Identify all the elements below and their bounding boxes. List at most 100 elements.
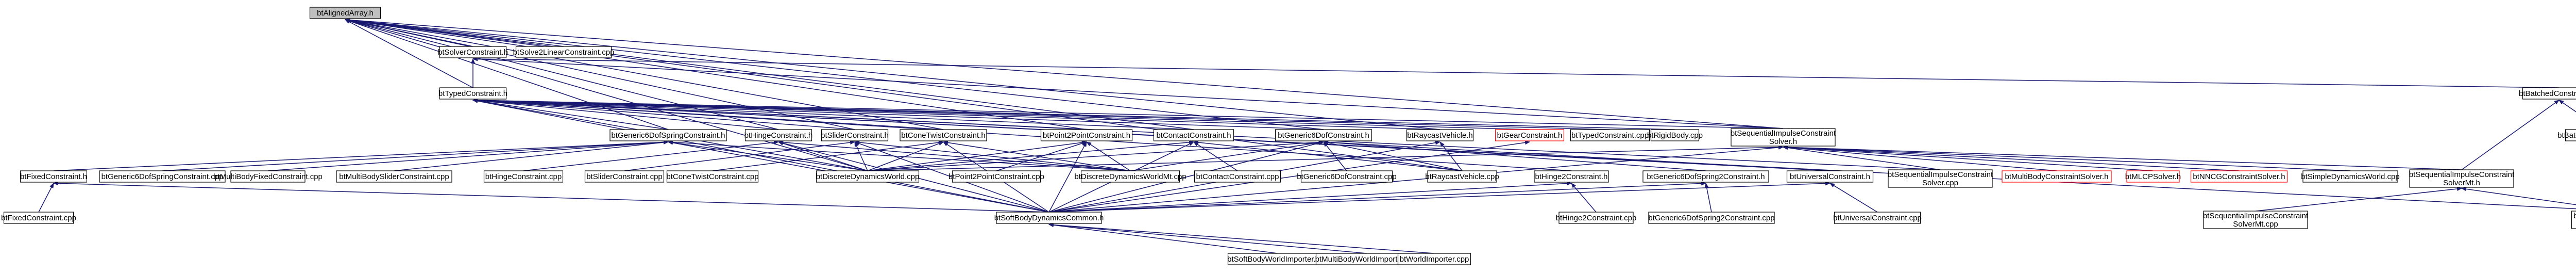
- file-node[interactable]: btBatchedConstraints.cpp: [2557, 129, 2576, 141]
- file-node-label: btHinge2Constraint.cpp: [1556, 214, 1637, 222]
- file-node[interactable]: btGeneric6DofSpring2Constraint.h: [1642, 170, 1769, 183]
- file-node[interactable]: btSolve2LinearConstraint.cpp: [513, 46, 615, 58]
- file-node[interactable]: btSimpleDynamicsWorld.cpp: [2301, 170, 2400, 183]
- file-node-box: [821, 129, 889, 141]
- file-node[interactable]: btSliderConstraint.cpp: [584, 170, 665, 183]
- file-node-label: btSolverConstraint.h: [438, 48, 508, 57]
- dependency-arrow: [778, 140, 1131, 171]
- file-node[interactable]: btHingeConstraint.cpp: [483, 170, 564, 183]
- file-node-box: [2302, 170, 2398, 183]
- file-node[interactable]: btGeneric6DofSpring2Constraint.cpp: [1648, 212, 1775, 224]
- file-node-label: btSliderConstraint.cpp: [586, 172, 663, 181]
- file-node[interactable]: btWorldImporter.cpp: [1397, 253, 1471, 265]
- dependency-arrow: [345, 18, 1463, 171]
- file-node-box: [2126, 170, 2180, 183]
- file-node-label: btGeneric6DofSpringConstraint.cpp: [101, 172, 224, 181]
- file-node[interactable]: btNNCGConstraintSolver.h: [2190, 170, 2288, 183]
- dependency-arrow: [1048, 141, 1087, 213]
- file-node[interactable]: btContactConstraint.cpp: [1194, 170, 1281, 183]
- file-node[interactable]: btSimulationIslandManagerMt.cpp: [2571, 211, 2576, 229]
- file-node-label: SolverMt.h: [2443, 179, 2480, 187]
- file-node[interactable]: btSoftBodyWorldImporter.cpp: [1227, 253, 1328, 265]
- file-node[interactable]: btRaycastVehicle.h: [1406, 129, 1474, 141]
- dependency-arrow: [345, 19, 473, 88]
- file-node[interactable]: btBatchedConstraints.h: [2519, 87, 2576, 100]
- dependency-arrow: [1783, 146, 1941, 170]
- file-node[interactable]: btGearConstraint.h: [1495, 129, 1565, 141]
- file-node-box: [1153, 129, 1234, 141]
- file-node-box: [439, 46, 507, 58]
- file-node[interactable]: btGeneric6DofConstraint.h: [1275, 129, 1372, 141]
- file-node[interactable]: btGeneric6DofConstraint.cpp: [1297, 170, 1397, 183]
- file-node[interactable]: btPoint2PointConstraint.cpp: [948, 170, 1044, 183]
- dependency-arrow: [1048, 223, 1278, 254]
- dependency-arrow: [1048, 145, 1784, 213]
- file-node[interactable]: btSolverConstraint.h: [438, 46, 508, 58]
- file-node[interactable]: btMultiBodyFixedConstraint.cpp: [213, 170, 323, 183]
- file-node-label: btSimulationIslandManager: [2573, 212, 2576, 220]
- file-node[interactable]: btRigidBody.cpp: [1647, 129, 1703, 141]
- file-node[interactable]: btTypedConstraint.cpp: [1570, 129, 1650, 141]
- dependency-arrow: [867, 141, 944, 171]
- file-node-label: Solver.cpp: [1922, 179, 1958, 187]
- file-node[interactable]: btFixedConstraint.cpp: [1, 212, 76, 224]
- file-node-label: btHingeConstraint.h: [744, 131, 813, 140]
- file-node[interactable]: btGeneric6DofSpringConstraint.cpp: [99, 170, 226, 183]
- file-node[interactable]: btTypedConstraint.h: [438, 87, 507, 100]
- file-node-label: btMultiBodyFixedConstraint.cpp: [213, 172, 323, 181]
- dependency-arrow: [1048, 181, 1706, 213]
- dependency-arrow: [2461, 100, 2560, 170]
- dependency-arrow: [472, 57, 1784, 129]
- file-node-label: btBatchedConstraints.h: [2519, 89, 2576, 98]
- file-node-label: btContactConstraint.cpp: [1196, 172, 1279, 181]
- file-node[interactable]: btFixedConstraint.h: [20, 170, 88, 183]
- file-node[interactable]: btDiscreteDynamicsWorldMt.cpp: [1074, 170, 1187, 183]
- file-node-box: [1275, 129, 1372, 141]
- file-node[interactable]: btContactConstraint.h: [1153, 129, 1234, 141]
- dependency-arrow: [854, 140, 1131, 171]
- dependency-arrow: [1323, 140, 1463, 171]
- file-node-box: [1642, 170, 1769, 183]
- dependency-arrow: [1571, 183, 1597, 213]
- file-node[interactable]: btMultiBodyWorldImporter.cpp: [1315, 253, 1419, 265]
- file-node[interactable]: btDiscreteDynamicsWorld.cpp: [816, 170, 920, 183]
- file-node[interactable]: btRaycastVehicle.cpp: [1425, 170, 1499, 183]
- file-node-label: btGeneric6DofConstraint.h: [1278, 131, 1369, 140]
- file-node[interactable]: btHinge2Constraint.h: [1534, 170, 1609, 183]
- file-node[interactable]: btMultiBodySliderConstraint.cpp: [336, 170, 452, 183]
- file-node[interactable]: btUniversalConstraint.cpp: [1833, 212, 1922, 224]
- file-node-label: btMultiBodyWorldImporter.cpp: [1315, 255, 1419, 264]
- dependency-arrow: [472, 98, 779, 130]
- dependency-arrow: [2255, 187, 2462, 212]
- file-node[interactable]: btHinge2Constraint.cpp: [1556, 212, 1637, 224]
- dependency-arrow: [267, 140, 669, 171]
- dependency-arrow: [1323, 141, 1347, 171]
- file-node-box: [1397, 253, 1471, 265]
- dependency-arrow: [394, 140, 669, 171]
- file-node[interactable]: btSequentialImpulseConstraintSolverMt.cp…: [2203, 211, 2309, 229]
- file-node[interactable]: btSliderConstraint.h: [821, 129, 889, 141]
- file-node[interactable]: btUniversalConstraint.h: [1786, 170, 1874, 183]
- dependency-arrow: [1086, 141, 1131, 171]
- file-node[interactable]: btHingeConstraint.h: [744, 129, 813, 141]
- file-node[interactable]: btMLCPSolver.h: [2125, 170, 2181, 183]
- file-node-label: btGeneric6DofSpring2Constraint.h: [1647, 172, 1765, 181]
- file-node[interactable]: btMultiBodyConstraintSolver.h: [2002, 170, 2112, 183]
- dependency-arrow: [867, 145, 1784, 171]
- file-node[interactable]: btAlignedArray.h: [309, 7, 381, 19]
- file-node-label: btConeTwistConstraint.cpp: [666, 172, 758, 181]
- dependency-arrow: [1048, 222, 1367, 254]
- file-node-box: [2571, 211, 2576, 229]
- file-node-box: [816, 170, 920, 183]
- file-node[interactable]: btPoint2PointConstraint.h: [1040, 129, 1133, 141]
- file-node[interactable]: btConeTwistConstraint.cpp: [666, 170, 759, 183]
- dependency-arrow: [1323, 140, 1706, 171]
- file-node-label: btDiscreteDynamicsWorld.cpp: [816, 172, 920, 181]
- file-node[interactable]: btConeTwistConstraint.h: [900, 129, 987, 141]
- file-node[interactable]: btSoftBodyDynamicsCommon.h: [994, 212, 1104, 224]
- file-node[interactable]: btGeneric6DofSpringConstraint.h: [609, 129, 727, 141]
